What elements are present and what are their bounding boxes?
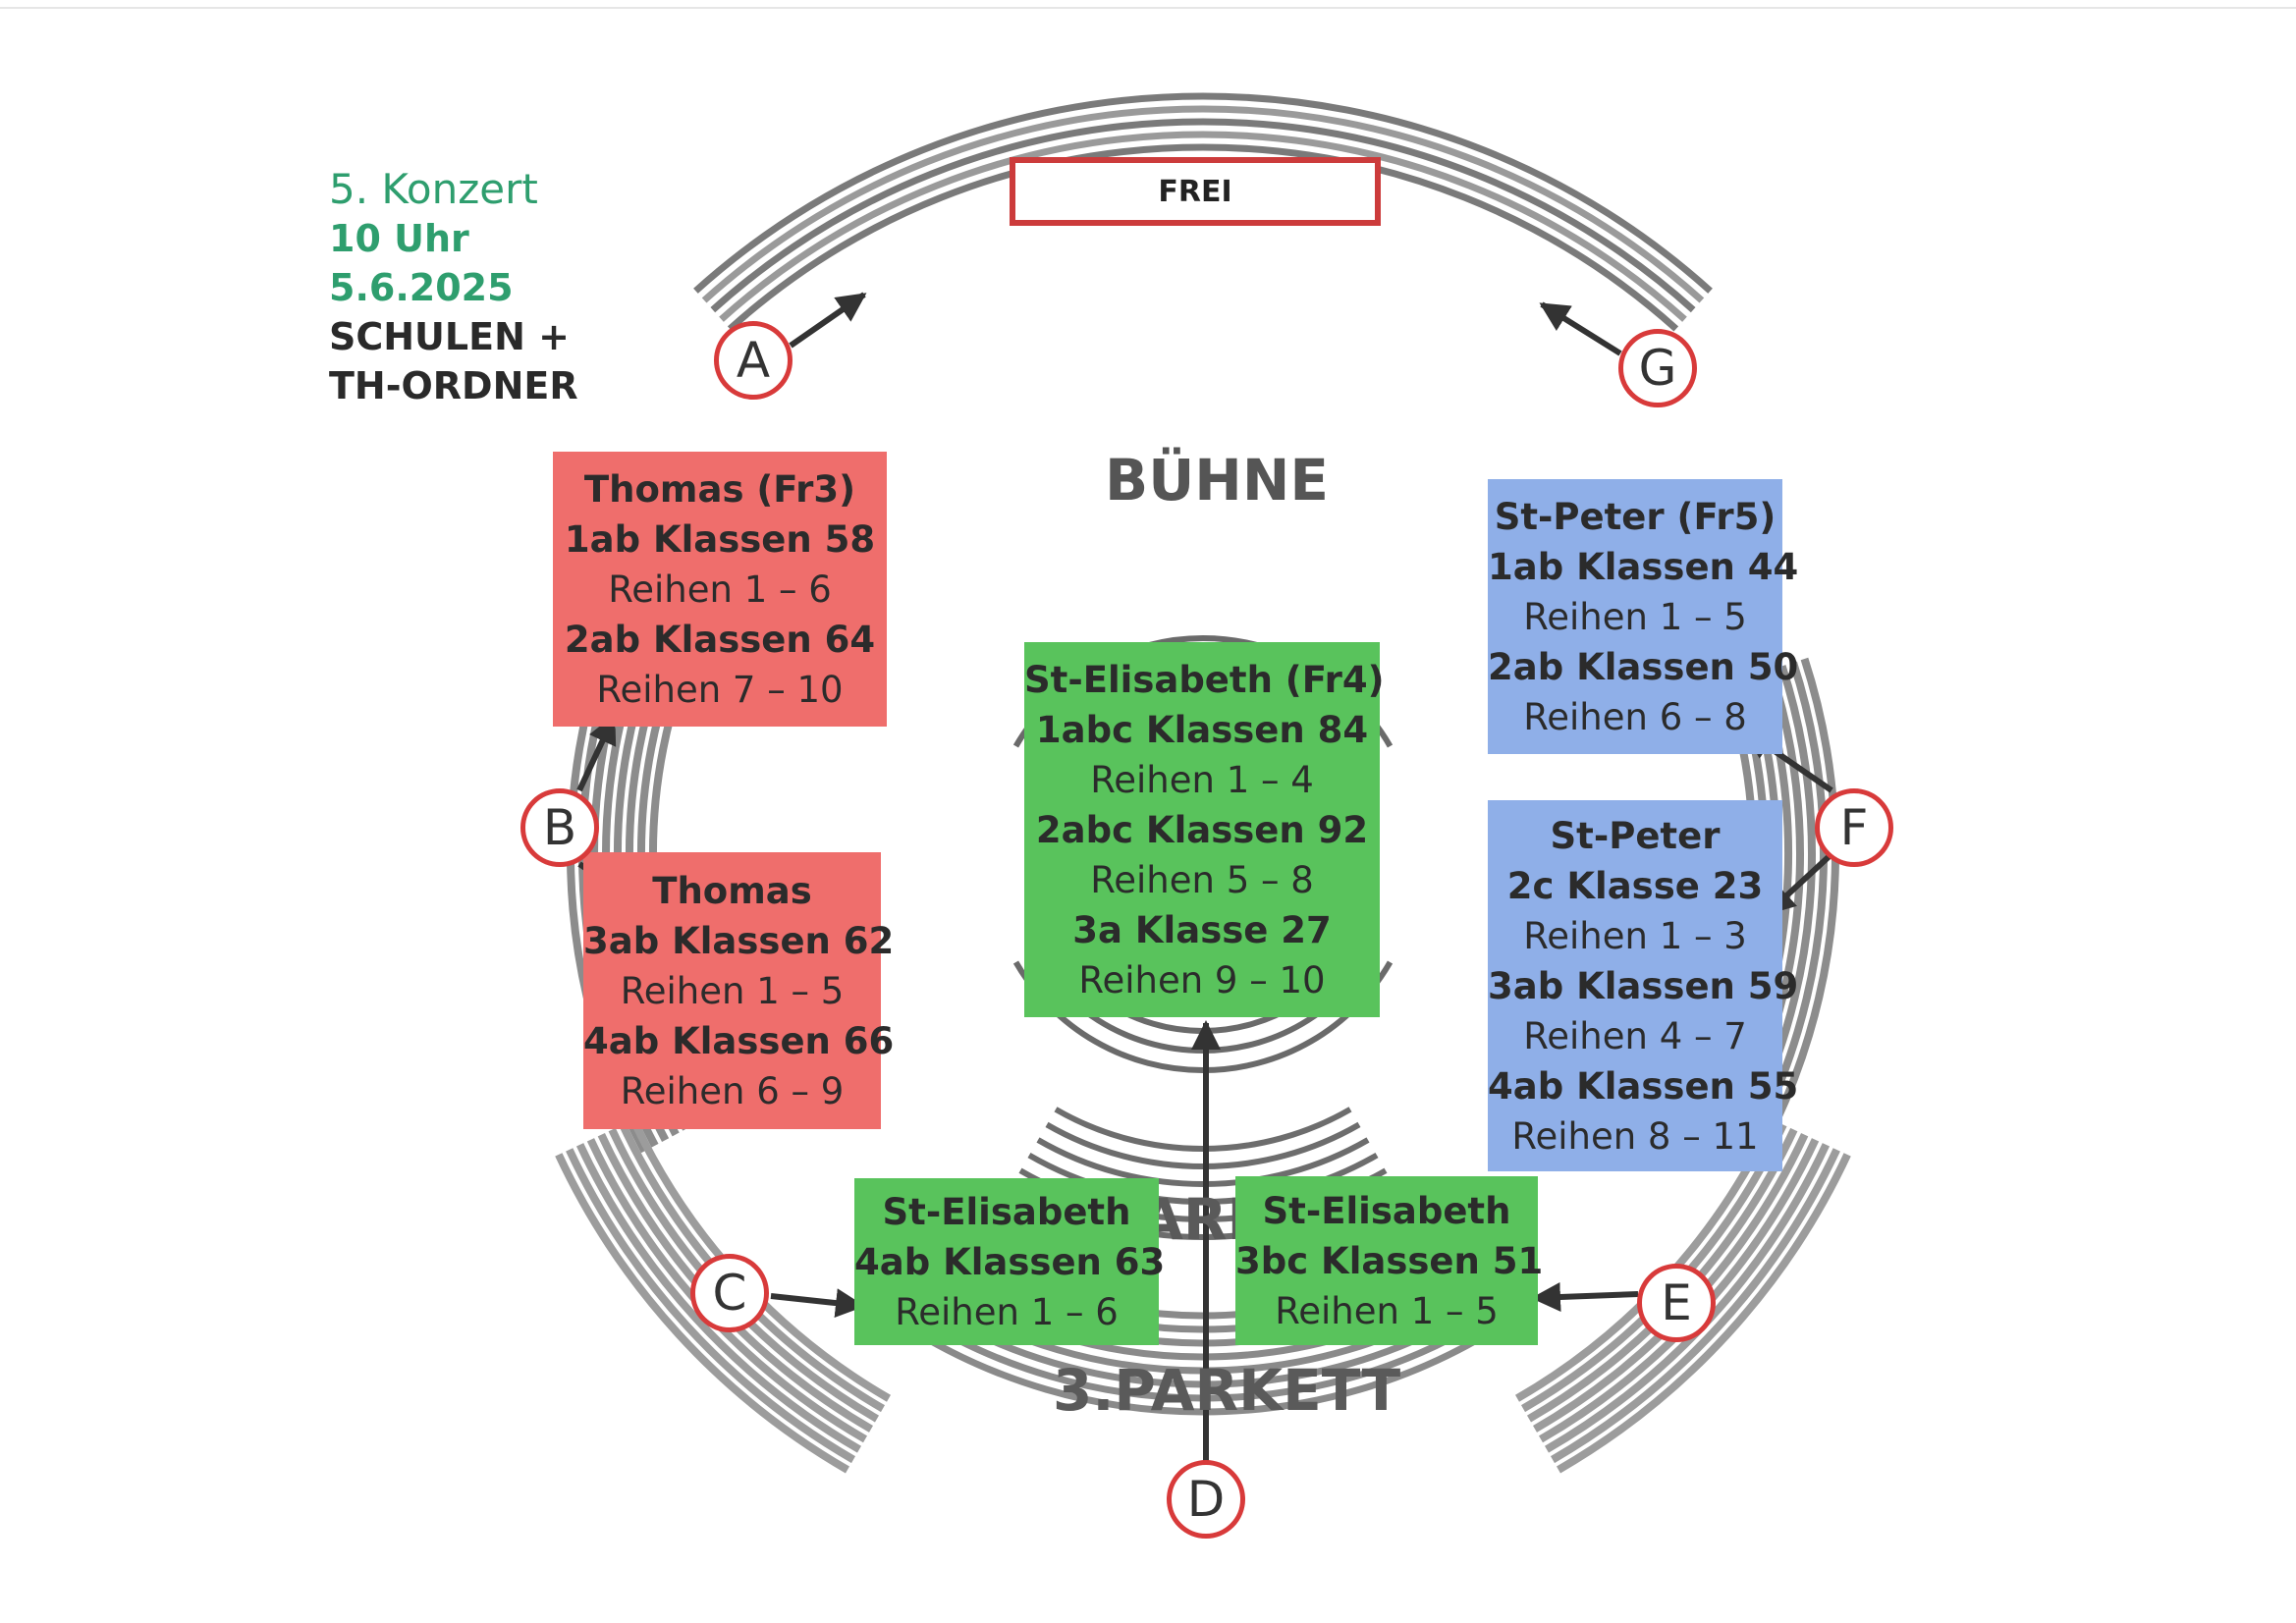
entrance-a-marker: A [714,321,793,400]
seat-row-arc [693,92,1713,294]
block-rows: Reihen 1 – 5 [1275,1289,1499,1332]
block-thomas: Thomas 3ab Klassen 62 Reihen 1 – 5 4ab K… [583,852,895,1129]
concert-time: 10 Uhr [329,217,469,260]
block-classes: 2ab Klassen 50 [1488,645,1799,688]
seat-row-arc [1556,1153,1851,1474]
block-rows: Reihen 6 – 8 [1523,695,1747,738]
block-rows: Reihen 8 – 11 [1511,1114,1759,1158]
block-rows: Reihen 1 – 6 [608,568,832,611]
block-title: St-Elisabeth [882,1190,1131,1233]
block-rows: Reihen 7 – 10 [596,668,844,711]
seat-row-arc [1550,1148,1840,1464]
seat-row-arc [710,118,1696,313]
free-section-box: FREI [1010,157,1381,226]
seat-row-arc [575,1143,862,1453]
concert-info: 5. Konzert 10 Uhr 5.6.2025 SCHULEN + TH-… [329,165,578,410]
audience-line-1: SCHULEN + [329,315,570,358]
block-classes: 3ab Klassen 62 [583,919,895,962]
block-st-peter: St-Peter 2c Klasse 23 Reihen 1 – 3 3ab K… [1488,800,1799,1171]
seat-row-arc [555,1153,850,1474]
seat-row-arc [719,131,1687,322]
block-classes: 1abc Klassen 84 [1035,708,1369,751]
block-title: St-Peter (Fr5) [1494,495,1777,538]
block-st-elisabeth-fr4: St-Elisabeth (Fr4) 1abc Klassen 84 Reihe… [1024,642,1385,1017]
stage-label: BÜHNE [1105,447,1330,514]
block-rows: Reihen 1 – 5 [620,969,845,1012]
block-rows: Reihen 4 – 7 [1523,1014,1747,1057]
block-rows: Reihen 9 – 10 [1078,958,1326,1001]
entrance-c-marker: C [690,1254,769,1332]
concert-date: 5.6.2025 [329,266,514,309]
block-title: St-Peter [1550,814,1721,857]
block-classes: 1ab Klassen 58 [564,517,876,561]
concert-title: 5. Konzert [329,165,538,213]
block-st-elisabeth-e: St-Elisabeth 3bc Klassen 51 Reihen 1 – 5 [1235,1176,1544,1345]
seat-row-arc [905,1324,1501,1416]
seat-row-arc [566,1148,856,1464]
block-classes: 3a Klasse 27 [1072,908,1332,951]
block-title: Thomas [652,869,812,912]
block-classes: 3bc Klassen 51 [1235,1239,1544,1282]
entrance-arrow [1531,1281,1639,1312]
block-rows: Reihen 1 – 4 [1090,758,1314,801]
seat-row-arc [701,105,1705,303]
entrance-arrow [1539,301,1622,356]
entrance-arrow [770,1288,865,1319]
entrance-arrow [576,714,617,792]
audience-line-2: TH-ORDNER [329,364,578,407]
block-classes: 4ab Klassen 66 [583,1019,895,1062]
entrance-b-marker: B [520,788,599,867]
block-title: St-Elisabeth (Fr4) [1024,658,1385,701]
seat-row-arc [727,143,1679,332]
block-rows: Reihen 1 – 3 [1523,914,1747,957]
block-thomas-fr3: Thomas (Fr3) 1ab Klassen 58 Reihen 1 – 6… [553,452,887,727]
block-rows: Reihen 1 – 5 [1523,595,1747,638]
block-title: Thomas (Fr3) [583,467,856,511]
seat-row-arc [629,1117,892,1402]
block-classes: 2ab Klassen 64 [564,618,876,661]
parkett-label: 3.PARKETT [1053,1357,1401,1424]
entrance-d-marker: D [1167,1460,1245,1539]
block-title: St-Elisabeth [1262,1189,1511,1232]
entrance-f-marker: F [1815,788,1893,867]
block-st-peter-fr5: St-Peter (Fr5) 1ab Klassen 44 Reihen 1 –… [1488,479,1799,754]
block-rows: Reihen 5 – 8 [1090,858,1314,901]
block-classes: 1ab Klassen 44 [1488,545,1799,588]
entrance-e-marker: E [1637,1264,1716,1342]
block-classes: 2abc Klassen 92 [1035,808,1369,851]
block-rows: Reihen 1 – 6 [895,1290,1119,1333]
block-classes: 4ab Klassen 55 [1488,1064,1799,1108]
block-classes: 3ab Klassen 59 [1488,964,1799,1007]
entrance-g-marker: G [1618,329,1697,407]
block-rows: Reihen 6 – 9 [620,1069,845,1112]
seat-row-arc [1758,657,1839,1154]
block-st-elisabeth-c: St-Elisabeth 4ab Klassen 63 Reihen 1 – 6 [854,1178,1166,1345]
entrance-arrow [789,292,867,349]
block-classes: 2c Klasse 23 [1506,864,1764,907]
block-classes: 4ab Klassen 63 [854,1240,1166,1283]
